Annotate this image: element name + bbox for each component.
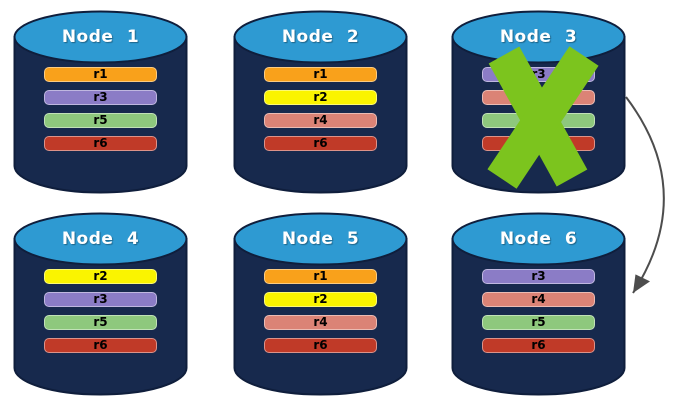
replica-list: r2 r3 r5 r6 — [44, 269, 157, 361]
node-title: Node 3 — [499, 27, 578, 47]
cylinder-top — [13, 212, 188, 266]
replica-bar-r5: r5 — [482, 113, 595, 128]
replica-bar-r4: r4 — [482, 90, 595, 105]
replica-bar-r2: r2 — [264, 90, 377, 105]
cylinder-top — [13, 10, 188, 64]
node-5: Node 5 r1 r2 r4 r6 — [233, 212, 408, 396]
replica-bar-r3: r3 — [482, 67, 595, 82]
replica-bar-r5: r5 — [44, 113, 157, 128]
cylinder-top — [233, 10, 408, 64]
node-1: Node 1 r1 r3 r5 r6 — [13, 10, 188, 194]
node-title: Node 1 — [61, 27, 140, 47]
replica-bar-r1: r1 — [264, 269, 377, 284]
replica-bar-r1: r1 — [44, 67, 157, 82]
replica-bar-r3: r3 — [44, 292, 157, 307]
replica-bar-r6: r6 — [44, 338, 157, 353]
replica-bar-r2: r2 — [44, 269, 157, 284]
node-title: Node 2 — [281, 27, 360, 47]
replica-bar-r5: r5 — [44, 315, 157, 330]
replica-list: r1 r2 r4 r6 — [264, 67, 377, 159]
replica-bar-r4: r4 — [482, 292, 595, 307]
replica-bar-r6: r6 — [264, 338, 377, 353]
replica-bar-r2: r2 — [264, 292, 377, 307]
replica-bar-r5: r5 — [482, 315, 595, 330]
replica-bar-r4: r4 — [264, 315, 377, 330]
cylinder-top — [233, 212, 408, 266]
replica-bar-r3: r3 — [44, 90, 157, 105]
replica-bar-r1: r1 — [264, 67, 377, 82]
node-title: Node 6 — [499, 229, 578, 249]
node-6: Node 6 r3 r4 r5 r6 — [451, 212, 626, 396]
replica-list: r1 r2 r4 r6 — [264, 269, 377, 361]
node-title: Node 4 — [61, 229, 140, 249]
replica-bar-r6: r6 — [44, 136, 157, 151]
replica-list: r1 r3 r5 r6 — [44, 67, 157, 159]
failover-arrow — [625, 96, 665, 294]
node-4: Node 4 r2 r3 r5 r6 — [13, 212, 188, 396]
node-title: Node 5 — [281, 229, 360, 249]
replica-list: r3 r4 r5 r6 — [482, 67, 595, 159]
node-3: Node 3 r3 r4 r5 r6 — [451, 10, 626, 194]
replica-bar-r6: r6 — [482, 338, 595, 353]
replica-list: r3 r4 r5 r6 — [482, 269, 595, 361]
replica-bar-r6: r6 — [264, 136, 377, 151]
node-2: Node 2 r1 r2 r4 r6 — [233, 10, 408, 194]
replica-bar-r6: r6 — [482, 136, 595, 151]
cylinder-top — [451, 212, 626, 266]
replica-bar-r3: r3 — [482, 269, 595, 284]
replica-bar-r4: r4 — [264, 113, 377, 128]
